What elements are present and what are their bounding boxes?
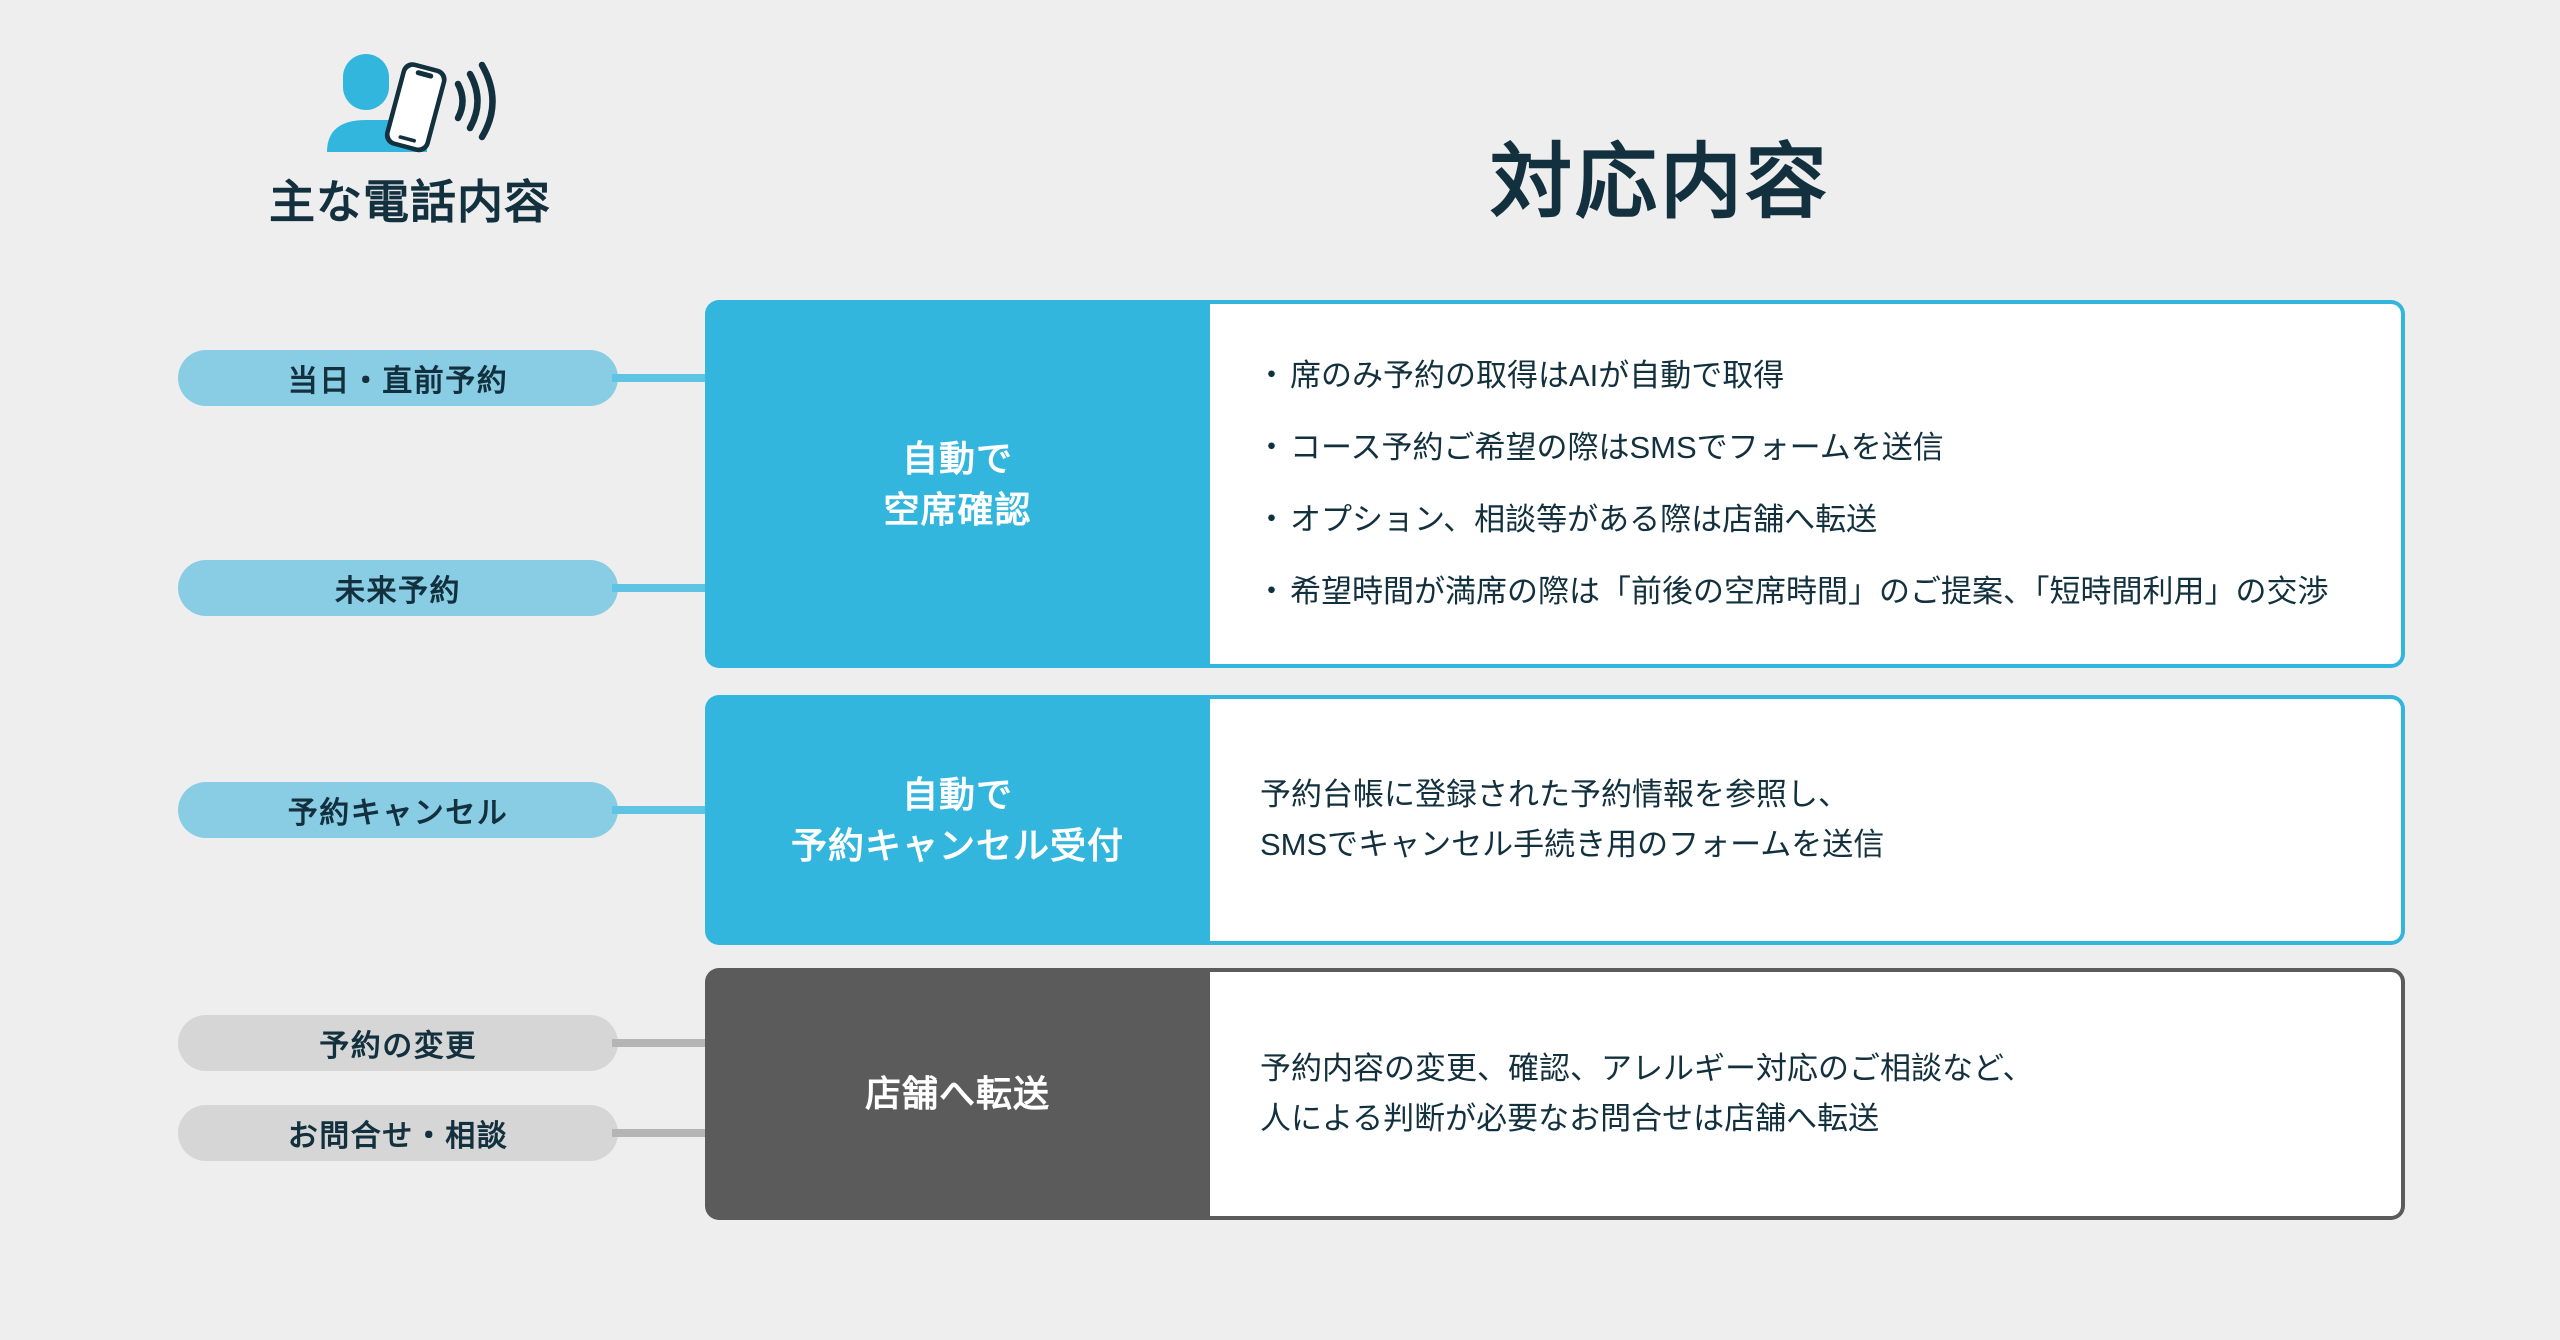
row-body-transfer-to-store: 予約内容の変更、確認、アレルギー対応のご相談など、 人による判断が必要なお問合せ…: [1210, 968, 2405, 1220]
connector-line-5: [612, 1129, 710, 1137]
bullet-list: 席のみ予約の取得はAIが自動で取得 コース予約ご希望の際はSMSでフォームを送信…: [1256, 355, 2401, 613]
list-item: コース予約ご希望の際はSMSでフォームを送信: [1256, 427, 2401, 469]
connector-line-2: [612, 584, 710, 592]
call-type-pill-future[interactable]: 未来予約: [178, 560, 618, 616]
description-line: 予約台帳に登録された予約情報を参照し、: [1260, 776, 1849, 812]
list-item: 席のみ予約の取得はAIが自動で取得: [1256, 355, 2401, 397]
connector-line-1: [612, 374, 710, 382]
row-label-line-2: 空席確認: [883, 489, 1032, 530]
response-row-transfer-to-store: 店舗へ転送 予約内容の変更、確認、アレルギー対応のご相談など、 人による判断が必…: [705, 968, 2405, 1220]
description-line: SMSでキャンセル手続き用のフォームを送信: [1260, 827, 1885, 862]
row-label-line-1: 店舗へ転送: [864, 1073, 1050, 1115]
connector-line-4: [612, 1039, 710, 1047]
page-title: 対応内容: [1489, 137, 1830, 228]
call-type-pill-cancel[interactable]: 予約キャンセル: [178, 782, 618, 838]
row-label-auto-cancel: 自動で 予約キャンセル受付: [705, 695, 1210, 945]
row-body-auto-cancel: 予約台帳に登録された予約情報を参照し、 SMSでキャンセル手続き用のフォームを送…: [1210, 695, 2405, 945]
description-line: 人による判断が必要なお問合せは店舗へ転送: [1260, 1101, 1880, 1136]
response-row-auto-cancel: 自動で 予約キャンセル受付 予約台帳に登録された予約情報を参照し、 SMSでキャ…: [705, 695, 2405, 945]
row-label-line-1: 自動で: [901, 437, 1013, 479]
list-item: オプション、相談等がある際は店舗へ転送: [1256, 499, 2401, 541]
call-type-pill-inquiry[interactable]: お問合せ・相談: [178, 1105, 618, 1161]
connector-line-3: [612, 806, 710, 814]
left-column-header: 主な電話内容: [180, 40, 640, 232]
row-label-line-2: 予約キャンセル受付: [790, 825, 1124, 866]
row-body-auto-availability: 席のみ予約の取得はAIが自動で取得 コース予約ご希望の際はSMSでフォームを送信…: [1210, 300, 2405, 668]
left-column-title: 主な電話内容: [269, 176, 551, 228]
call-type-pill-change[interactable]: 予約の変更: [178, 1015, 618, 1071]
row-label-auto-availability: 自動で 空席確認: [705, 300, 1210, 668]
person-with-phone-signal-icon: [327, 54, 496, 153]
description-line: 予約内容の変更、確認、アレルギー対応のご相談など、: [1260, 1050, 2034, 1086]
call-type-pill-same-day[interactable]: 当日・直前予約: [178, 350, 618, 406]
row-label-line-1: 自動で: [901, 773, 1013, 815]
response-row-auto-availability: 自動で 空席確認 席のみ予約の取得はAIが自動で取得 コース予約ご希望の際はSM…: [705, 300, 2405, 668]
row-label-transfer-to-store: 店舗へ転送: [705, 968, 1210, 1220]
list-item: 希望時間が満席の際は「前後の空席時間」のご提案、「短時間利用」の交渉: [1256, 571, 2401, 613]
